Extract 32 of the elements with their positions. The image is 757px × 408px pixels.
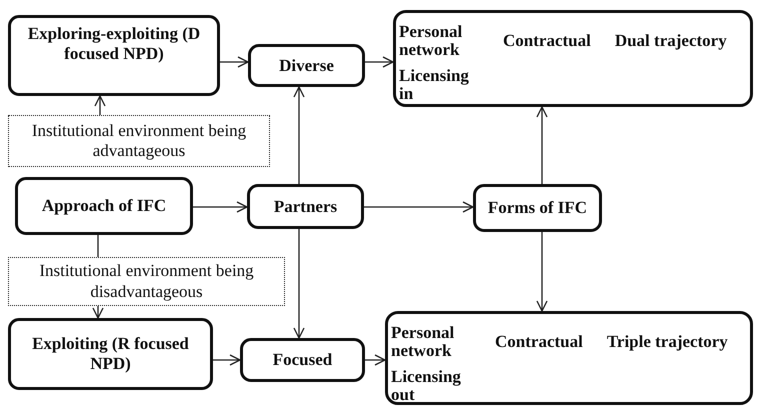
form-label: Personal network bbox=[391, 324, 456, 360]
connector-line bbox=[97, 235, 99, 257]
condition-box: Institutional environment being disadvantageous bbox=[8, 257, 285, 306]
forms-box bbox=[393, 10, 753, 107]
process-box: Focused bbox=[240, 338, 365, 382]
arrow bbox=[293, 86, 305, 184]
arrow bbox=[536, 106, 548, 184]
arrow bbox=[364, 201, 474, 213]
condition-box: Institutional environment being advantageous bbox=[8, 115, 270, 167]
form-label: Contractual bbox=[503, 32, 591, 50]
arrow bbox=[536, 232, 548, 312]
arrow bbox=[293, 229, 305, 339]
form-label: Licensing out bbox=[391, 368, 462, 404]
process-box: Approach of IFC bbox=[15, 177, 193, 235]
form-label: Triple trajectory bbox=[606, 333, 728, 351]
process-box: Partners bbox=[247, 184, 364, 229]
form-label: Contractual bbox=[495, 333, 583, 351]
process-box: Exploiting (R focused NPD) bbox=[8, 318, 213, 390]
arrow bbox=[94, 95, 106, 115]
arrow bbox=[365, 56, 394, 68]
arrow bbox=[220, 56, 249, 68]
process-box: Exploring-exploiting (D focused NPD) bbox=[8, 15, 220, 96]
process-box: Diverse bbox=[248, 44, 365, 87]
forms-box bbox=[385, 311, 753, 405]
form-label: Licensing in bbox=[399, 67, 470, 103]
form-label: Personal network bbox=[399, 23, 464, 59]
arrow bbox=[213, 354, 241, 366]
process-box: Forms of IFC bbox=[473, 184, 602, 232]
arrow bbox=[365, 354, 386, 366]
arrow bbox=[193, 201, 248, 213]
form-label: Dual trajectory bbox=[614, 32, 727, 50]
arrow bbox=[92, 306, 104, 319]
